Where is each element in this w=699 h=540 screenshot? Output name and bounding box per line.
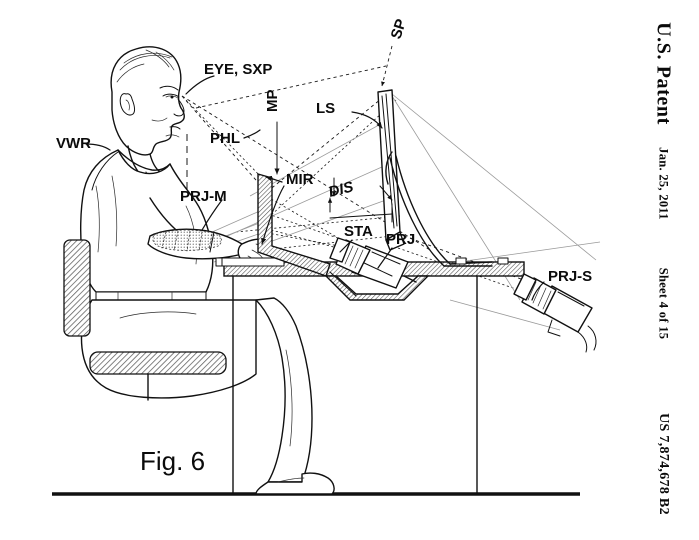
figure-drawing: EYE, SXP VWR PHL PRJ-M MP MIR LS SP [52,17,601,496]
chair [63,239,227,401]
forearm-projection-overlay [152,229,222,251]
keyboard-plate [215,257,285,267]
prj-leader [377,247,393,269]
secondary-projector [513,273,597,353]
monitor [377,89,509,267]
label-mp: MP [264,90,281,113]
label-phl: PHL [210,130,240,147]
label-sta: STA [344,223,373,240]
ls-leader [351,111,383,129]
label-prj-m: PRJ-M [180,188,227,205]
chair-seat [89,351,227,375]
mir-leader-1 [265,175,283,183]
primary-projector [329,237,417,289]
vwr-leader [85,143,111,151]
label-prj-s: PRJ-S [548,268,592,285]
label-prj: PRJ [386,231,415,248]
patent-office-title: U.S. Patent [652,22,675,125]
dis-dimension [327,177,393,223]
figure-caption: Fig. 6 [140,446,205,476]
patent-issue-date: Jan. 25, 2011 [656,147,671,220]
projector-well [324,271,430,301]
sp-leader [381,45,393,87]
label-vwr: VWR [56,135,91,152]
patent-document-number: US 7,874,678 B2 [656,413,671,515]
label-ls: LS [316,100,335,117]
sta-leader [339,239,353,253]
mir-leader-2 [261,185,285,245]
chair-backrest [63,239,91,337]
label-sp: SP [388,17,410,41]
eye-sxp-leader [185,75,215,95]
prj-s-leader [531,281,545,301]
label-dis: DIS [327,178,355,201]
phl-leader [243,129,261,139]
prj-m-leader [201,199,223,231]
patent-sheet-number: Sheet 4 of 15 [656,267,671,340]
label-mir: MIR [286,171,314,188]
aperture-stop [329,237,351,263]
label-eye-sxp: EYE, SXP [204,61,272,78]
